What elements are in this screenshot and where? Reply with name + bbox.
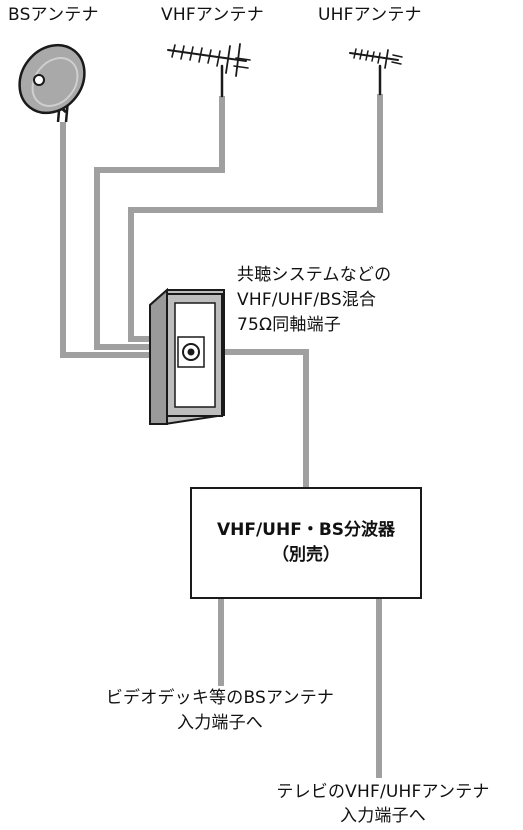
outlet-label-line-2: VHF/UHF/BS混合 [237,290,377,310]
outlet-label-line-1: 共聴システムなどの [237,265,392,285]
splitter-note: （別売） [272,545,340,565]
bs-cable [60,122,152,358]
tv-output-line-2: 入力端子へ [340,806,426,826]
uhf-antenna-icon [349,48,403,96]
vhf-antenna-label: VHFアンテナ [161,5,264,25]
vhf-antenna-icon [167,43,251,98]
uhf-antenna-label: UHFアンテナ [318,5,422,25]
vcr-output-label: ビデオデッキ等のBSアンテナ 入力端子へ [66,687,374,734]
tv-output-label: テレビのVHF/UHFアンテナ 入力端子へ [247,781,519,827]
outlet-label: 共聴システムなどの VHF/UHF/BS混合 75Ω同軸端子 [237,264,391,336]
splitter-box: VHF/UHF・BS分波器 （別売） [190,487,422,599]
vhf-cable [94,96,225,350]
uhf-cable [128,94,383,342]
tv-output-line-1: テレビのVHF/UHFアンテナ [276,782,490,802]
outlet-label-line-3: 75Ω同軸端子 [237,315,342,335]
vcr-output-line-2: 入力端子へ [177,713,263,733]
bs-antenna-label: BSアンテナ [8,5,99,25]
coaxial-cables [60,94,383,778]
vcr-output-line-1: ビデオデッキ等のBSアンテナ [105,688,335,708]
wall-outlet-icon [149,287,225,425]
outlet-to-splitter-cable [195,349,309,488]
splitter-name: VHF/UHF・BS分波器 [216,520,396,540]
bs-dish-icon [18,43,86,123]
